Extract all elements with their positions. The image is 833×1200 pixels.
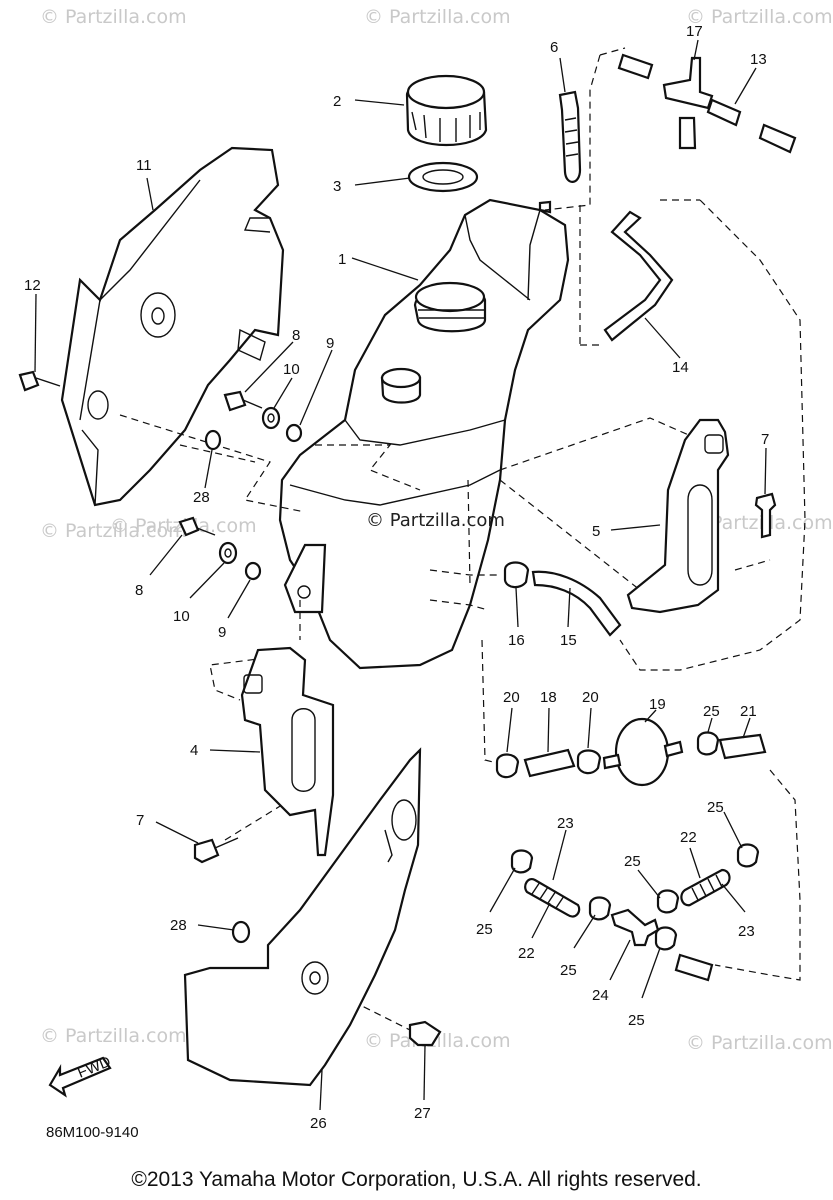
- callout-14: 14: [672, 359, 689, 376]
- callout-25: 25: [703, 703, 720, 720]
- callouts: 2 3 1 6 17 13 14 11 12 8 10 9 28 8 10 9 …: [24, 23, 769, 1132]
- part-2-cap: [405, 74, 488, 146]
- callout-24: 24: [592, 987, 609, 1004]
- part-25-clamp: [510, 731, 760, 951]
- part-17-tee: [617, 53, 797, 154]
- part-21-hose: [718, 733, 767, 760]
- callout-4: 4: [190, 742, 198, 759]
- callout-20: 20: [582, 689, 599, 706]
- copyright-notice: ©2013 Yamaha Motor Corporation, U.S.A. A…: [131, 1168, 702, 1191]
- callout-12: 12: [24, 277, 41, 294]
- callout-22: 22: [680, 829, 697, 846]
- callout-25: 25: [707, 799, 724, 816]
- part-24-tee: [610, 908, 660, 947]
- callout-16: 16: [508, 632, 525, 649]
- part-26-lower-cover: [183, 747, 422, 1087]
- part-28-grommet: [204, 429, 251, 944]
- part-11-side-cover: [60, 146, 285, 507]
- callout-7: 7: [136, 812, 144, 829]
- callout-2: 2: [333, 93, 341, 110]
- callout-25: 25: [476, 921, 493, 938]
- callout-6: 6: [550, 39, 558, 56]
- part-6-strap: [558, 90, 582, 183]
- callout-28: 28: [170, 917, 187, 934]
- callout-17: 17: [686, 23, 703, 40]
- callout-19: 19: [649, 696, 666, 713]
- callout-1: 1: [338, 251, 346, 268]
- callout-7: 7: [761, 431, 769, 448]
- callout-23: 23: [557, 815, 574, 832]
- assembly-lines: [119, 47, 806, 1031]
- fwd-arrow-icon: FWD: [48, 1053, 113, 1098]
- watermark: © Partzilla.com: [364, 1030, 511, 1052]
- part-20-clamp: [495, 749, 602, 779]
- part-15-hose: [531, 570, 622, 637]
- watermark: © Partzilla.com: [40, 520, 187, 542]
- watermark: © Partzilla.com: [40, 6, 187, 28]
- part-3-gasket: [407, 161, 479, 193]
- callout-25: 25: [560, 962, 577, 979]
- svg-text:FWD: FWD: [75, 1053, 113, 1082]
- part-8-bolt: [178, 390, 263, 537]
- callout-21: 21: [740, 703, 757, 720]
- callout-22: 22: [518, 945, 535, 962]
- callout-15: 15: [560, 632, 577, 649]
- part-27-bolt: [408, 1020, 442, 1047]
- callout-27: 27: [414, 1105, 431, 1122]
- part-19-filter: [602, 717, 684, 787]
- part-9-grommet: [244, 423, 303, 581]
- part-18-hose: [523, 748, 576, 778]
- callout-5: 5: [592, 523, 600, 540]
- part-10-washer: [218, 406, 281, 565]
- callout-20: 20: [503, 689, 520, 706]
- part-12-bolt: [18, 370, 61, 392]
- callout-25: 25: [624, 853, 641, 870]
- callout-25: 25: [628, 1012, 645, 1029]
- part-14-hose: [603, 210, 674, 342]
- part-23-hose: [524, 868, 731, 918]
- watermark: © Partzilla.com: [686, 1032, 833, 1054]
- callout-18: 18: [540, 689, 557, 706]
- callout-8: 8: [135, 582, 143, 599]
- callout-13: 13: [750, 51, 767, 68]
- callout-10: 10: [173, 608, 190, 625]
- watermark: © Partzilla.com: [686, 6, 833, 28]
- callout-8: 8: [292, 327, 300, 344]
- callout-23: 23: [738, 923, 755, 940]
- callout-11: 11: [136, 157, 152, 174]
- part-1-tank: [278, 198, 570, 670]
- callout-9: 9: [218, 624, 226, 641]
- callout-28: 28: [193, 489, 210, 506]
- part-4-bracket: [240, 646, 335, 857]
- watermark: © Partzilla.com: [686, 512, 833, 534]
- part-7-bolt: [193, 492, 777, 864]
- watermark: © Partzilla.com: [40, 1025, 187, 1047]
- callout-26: 26: [310, 1115, 327, 1132]
- diagram-part-code: 86M100-9140: [46, 1124, 139, 1141]
- callout-9: 9: [326, 335, 334, 352]
- callout-10: 10: [283, 361, 300, 378]
- watermark-center: © Partzilla.com: [366, 510, 505, 531]
- part-5-bracket: [626, 418, 730, 614]
- watermark: © Partzilla.com: [364, 6, 511, 28]
- part-16-clamp: [503, 561, 530, 589]
- callout-3: 3: [333, 178, 341, 195]
- part-22-hose: [674, 953, 714, 982]
